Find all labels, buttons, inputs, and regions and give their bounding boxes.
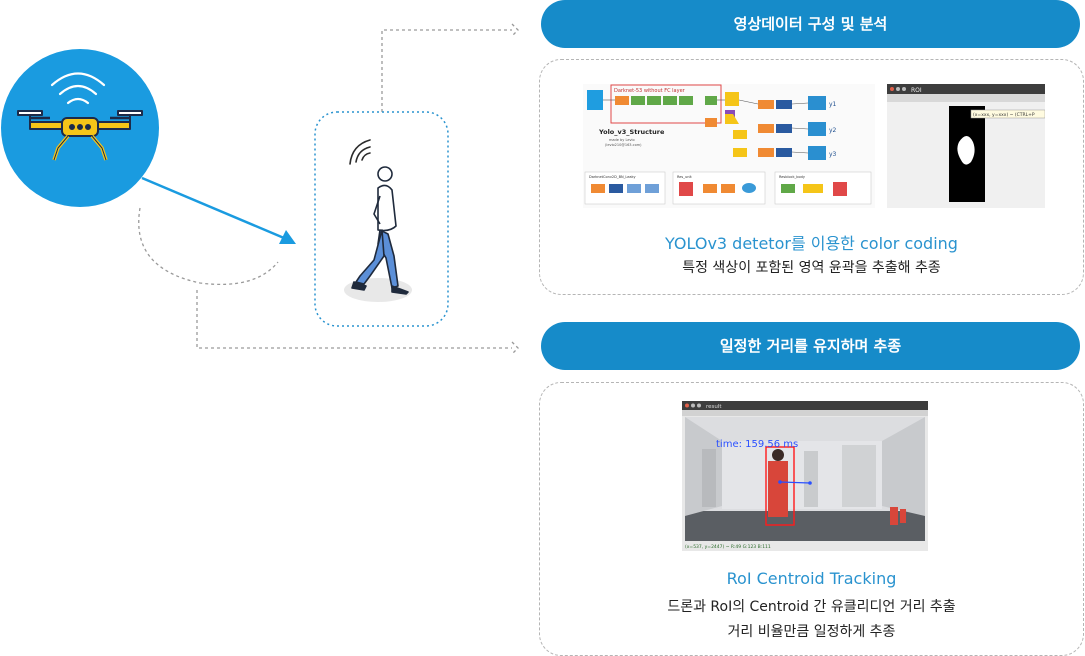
section2-title: 일정한 거리를 유지하며 추종 [719, 337, 902, 355]
yolo-structure-diagram: Darknet-53 without FC layer [583, 84, 875, 208]
section2-card: result time: 159.56 ms (x=537, y=2447) ~… [539, 382, 1084, 656]
section1-description: 특정 색상이 포함된 영역 윤곽을 추출해 추종 [682, 260, 941, 276]
result-window-screenshot: result time: 159.56 ms (x=537, y=2447) ~… [682, 401, 928, 551]
section2-caption: RoI Centroid Tracking [726, 569, 897, 588]
wifi-signal-icon [50, 72, 106, 105]
walking-person-icon [344, 166, 412, 302]
drone-icon [17, 110, 143, 161]
section2-description-line1: 드론과 RoI의 Centroid 간 유클리디언 거리 추출 [667, 599, 956, 615]
connector-lines [138, 23, 519, 355]
yolo-output-1: y1 [829, 101, 837, 108]
result-window-title: result [706, 404, 722, 410]
section1-card: Darknet-53 without FC layer [539, 59, 1084, 295]
section1-title: 영상데이터 구성 및 분석 [733, 15, 888, 33]
yolo-structure-mail: (levio210@163.com) [605, 143, 642, 147]
tracking-arrow [141, 176, 296, 244]
person-signal-icon [349, 139, 371, 165]
drone-circle [1, 49, 159, 207]
result-time-overlay: time: 159.56 ms [716, 439, 798, 450]
yolo-legend-2: Res_unit [677, 175, 692, 179]
roi-window-screenshot: ROI (x=xxx, y=xxx) ~ (CTRL+P [887, 84, 1045, 208]
yolo-structure-title: Yolo_v3_Structure [598, 128, 665, 136]
section2-description-line2: 거리 비율만큼 일정하게 추종 [727, 624, 896, 640]
yolo-header-text: Darknet-53 without FC layer [614, 88, 686, 94]
yolo-legend-1: DarknetConv2D_BN_Leaky [589, 175, 636, 179]
yolo-output-2: y2 [829, 127, 837, 134]
roi-window-title: ROI [911, 87, 922, 94]
roi-tooltip: (x=xxx, y=xxx) ~ (CTRL+P [973, 112, 1035, 118]
yolo-output-3: y3 [829, 151, 837, 158]
section1-caption: YOLOv3 detetor를 이용한 color coding [665, 234, 958, 253]
yolo-blocks [603, 92, 826, 160]
yolo-legend-3: Resblock_body [779, 175, 805, 179]
yolo-legend-boxes [584, 171, 872, 205]
result-status-bar: (x=537, y=2447) ~ R:49 G:123 B:111 [685, 544, 771, 550]
yolo-structure-sub: made by Levio [609, 138, 635, 142]
section2-title-bar: 일정한 거리를 유지하며 추종 [541, 322, 1080, 370]
section1-title-bar: 영상데이터 구성 및 분석 [541, 0, 1080, 48]
